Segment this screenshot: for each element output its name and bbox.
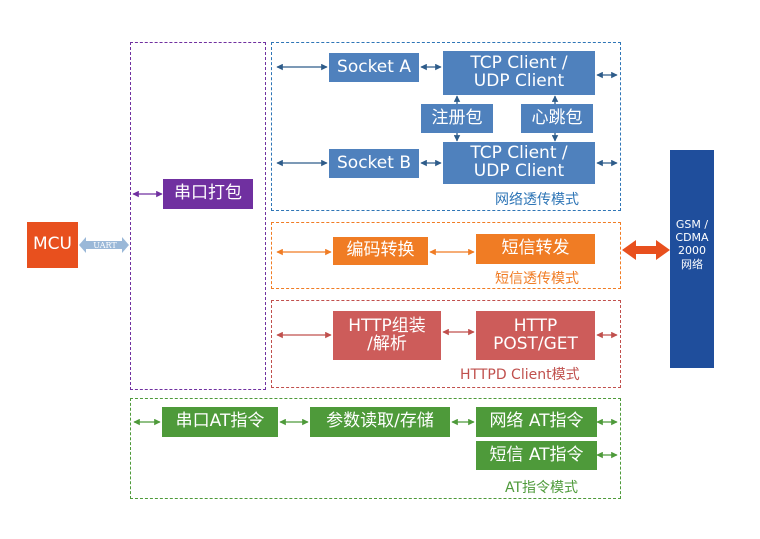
serial-pack-label: 串口打包: [174, 183, 242, 204]
mcu-block: MCU: [27, 222, 78, 268]
net-at-label: 网络 AT指令: [489, 411, 584, 432]
gsm-line1: GSM /: [675, 218, 709, 231]
sms-mode-frame: [271, 222, 621, 289]
socket-a-label: Socket A: [337, 56, 411, 77]
serial-pack-block: 串口打包: [163, 179, 253, 209]
http-post-line2: POST/GET: [493, 333, 578, 354]
sms-at-label: 短信 AT指令: [489, 444, 584, 465]
sms-forward-label: 短信转发: [501, 238, 570, 259]
sms-at-block: 短信 AT指令: [476, 441, 597, 470]
client-a-line2: UDP Client: [473, 71, 565, 91]
http-post-block: HTTP POST/GET: [476, 311, 595, 360]
register-pkg-block: 注册包: [421, 104, 493, 133]
client-a-line1: TCP Client /: [470, 53, 568, 74]
encode-block: 编码转换: [333, 237, 428, 265]
http-post-line1: HTTP: [513, 315, 558, 336]
sms-forward-block: 短信转发: [476, 234, 595, 264]
at-mode-frame: [130, 398, 621, 499]
heartbeat-pkg-label: 心跳包: [531, 107, 583, 128]
socket-b-block: Socket B: [329, 149, 419, 178]
serial-at-block: 串口AT指令: [162, 407, 278, 437]
gsm-network-block: GSM / CDMA 2000 网络: [670, 150, 714, 368]
network-mode-frame: [271, 42, 621, 211]
client-block-b: TCP Client / UDP Client: [443, 142, 595, 184]
gsm-line2: CDMA: [675, 231, 709, 245]
http-assemble-line1: HTTP组装: [348, 315, 426, 336]
param-rw-block: 参数读取/存储: [310, 407, 450, 437]
uart-label: UART: [93, 241, 117, 250]
socket-a-block: Socket A: [329, 53, 419, 82]
serial-at-label: 串口AT指令: [175, 411, 265, 432]
encode-label: 编码转换: [346, 240, 415, 261]
network-mode-caption: 网络透传模式: [495, 192, 579, 208]
sms-mode-caption: 短信透传模式: [495, 271, 579, 287]
heartbeat-pkg-block: 心跳包: [521, 104, 593, 133]
mcu-label: MCU: [33, 234, 72, 255]
http-assemble-line2: /解析: [367, 333, 407, 354]
http-mode-frame: [271, 300, 621, 388]
gsm-line4: 网络: [681, 257, 703, 271]
serial-pack-frame: [130, 42, 266, 390]
param-rw-label: 参数读取/存储: [326, 411, 434, 432]
http-assemble-block: HTTP组装 /解析: [333, 311, 441, 360]
client-b-line1: TCP Client /: [470, 143, 568, 164]
register-pkg-label: 注册包: [431, 107, 483, 128]
net-at-block: 网络 AT指令: [476, 407, 597, 437]
at-mode-caption: AT指令模式: [505, 480, 579, 496]
socket-b-label: Socket B: [337, 152, 411, 173]
http-mode-caption: HTTPD Client模式: [460, 367, 580, 383]
gsm-line3: 2000: [678, 244, 706, 258]
client-block-a: TCP Client / UDP Client: [443, 51, 595, 95]
client-b-line2: UDP Client: [473, 161, 565, 181]
